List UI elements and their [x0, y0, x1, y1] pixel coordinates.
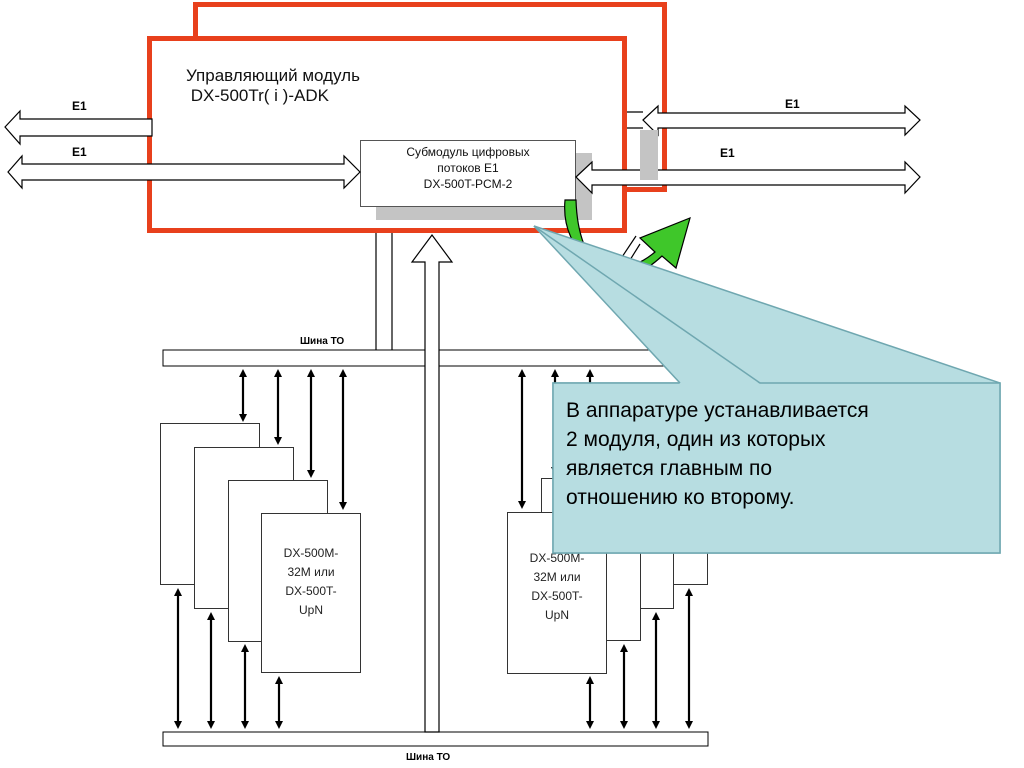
submodule-line-2: потоков E1 — [437, 161, 499, 175]
submodule-line-1: Субмодуль цифровых — [406, 145, 530, 159]
control-module-title: Управляющий модуль DX-500Tr( i )-ADK — [186, 66, 360, 105]
e1-right-lower-arrow — [575, 160, 921, 195]
callout-text: В аппаратуре устанавливается 2 модуля, о… — [566, 399, 869, 509]
right-card-line-4: UpN — [544, 608, 569, 622]
e1-label-right-lower: E1 — [720, 146, 735, 160]
e1-label-left-upper: E1 — [72, 99, 87, 113]
right-card-line-3: DX-500T- — [531, 589, 583, 603]
right-card-line-1: DX-500M- — [529, 551, 585, 565]
submodule-e1-box: Субмодуль цифровых потоков E1 DX-500T-PC… — [360, 140, 576, 207]
right-card-line-2: 32M или — [533, 570, 581, 584]
e1-label-left-lower: E1 — [72, 145, 87, 159]
submodule-line-3: DX-500T-PCM-2 — [423, 177, 513, 191]
left-card-line-2: 32M или — [287, 565, 335, 579]
left-card-line-3: DX-500T- — [285, 584, 337, 598]
left-card-line-4: UpN — [298, 603, 323, 617]
top-bus-label: Шина ТО — [300, 336, 345, 347]
bottom-bus-label: Шина ТО — [406, 752, 451, 763]
center-up-arrow — [410, 233, 454, 733]
e1-left-upper-arrow — [4, 109, 153, 146]
left-card-line-1: DX-500M- — [283, 546, 339, 560]
e1-left-lower-arrow — [7, 154, 361, 190]
e1-label-right-upper: E1 — [785, 97, 800, 111]
left-card-front: DX-500M- 32M или DX-500T- UpN — [261, 513, 361, 673]
